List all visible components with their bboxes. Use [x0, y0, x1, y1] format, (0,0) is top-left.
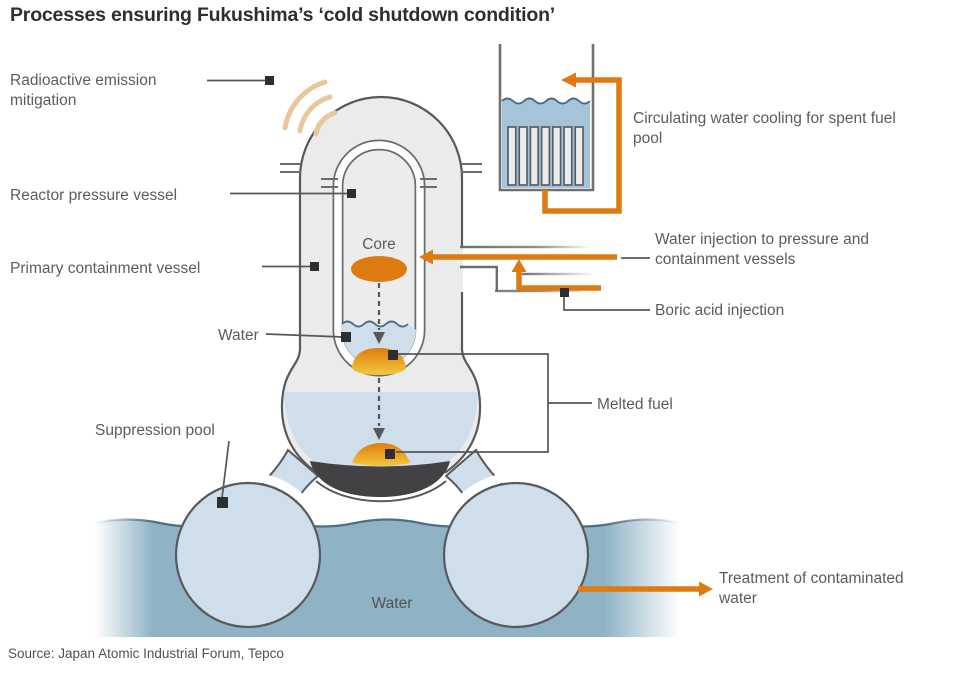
boric-acid-arrow	[511, 259, 601, 291]
left-circle-wall-gap	[173, 472, 323, 524]
label-core: Core	[362, 236, 396, 253]
radiation-waves-icon	[282, 79, 338, 137]
label-markers	[217, 76, 569, 508]
suppression-pool-left-circle	[174, 481, 322, 629]
treatment-arrow	[578, 581, 713, 597]
water-injection-arrow	[419, 249, 617, 265]
label-boric-acid: Boric acid injection	[655, 302, 785, 319]
arrow-down-icon	[373, 428, 385, 440]
wall-gap	[456, 248, 463, 292]
arrow-left-icon	[561, 72, 576, 88]
right-circle-wall-gap	[441, 472, 591, 524]
wall-gap	[462, 248, 471, 292]
label-primary-containment-vessel: Primary containment vessel	[10, 260, 201, 277]
arrow-down-icon	[373, 332, 385, 344]
containment-bottom-outline	[315, 480, 447, 503]
label-water-injection: Water injection to pressure and containm…	[655, 231, 869, 269]
label-suppression-pool: Suppression pool	[95, 422, 215, 439]
label-connectors	[207, 79, 650, 499]
rpv-flange-ticks	[321, 178, 437, 188]
containment-floor-dish	[310, 461, 450, 497]
label-melted-fuel: Melted fuel	[597, 396, 673, 413]
containment-flange-ticks	[280, 163, 482, 173]
label-water-pool: Water	[371, 595, 413, 612]
label-treatment: Treatment of contaminated water	[719, 570, 904, 608]
injection-pipes	[460, 245, 592, 293]
source-credit: Source: Japan Atomic Industrial Forum, T…	[8, 646, 284, 661]
cooling-loop-pipe	[542, 77, 622, 214]
label-reactor-pressure-vessel: Reactor pressure vessel	[10, 187, 178, 204]
label-radioactive-emission: Radioactive emission mitigation	[10, 72, 157, 110]
reactor-core	[351, 256, 407, 282]
fuel-rods	[507, 126, 584, 186]
label-water-rpv: Water	[218, 327, 259, 344]
page-title: Processes ensuring Fukushima’s ‘cold shu…	[10, 4, 555, 26]
melted-fuel-lower-blob	[352, 443, 410, 466]
spent-fuel-pool	[498, 44, 622, 214]
label-circulating-cooling: Circulating water cooling for spent fuel…	[633, 110, 896, 148]
suppression-pool-right-circle	[442, 481, 590, 629]
